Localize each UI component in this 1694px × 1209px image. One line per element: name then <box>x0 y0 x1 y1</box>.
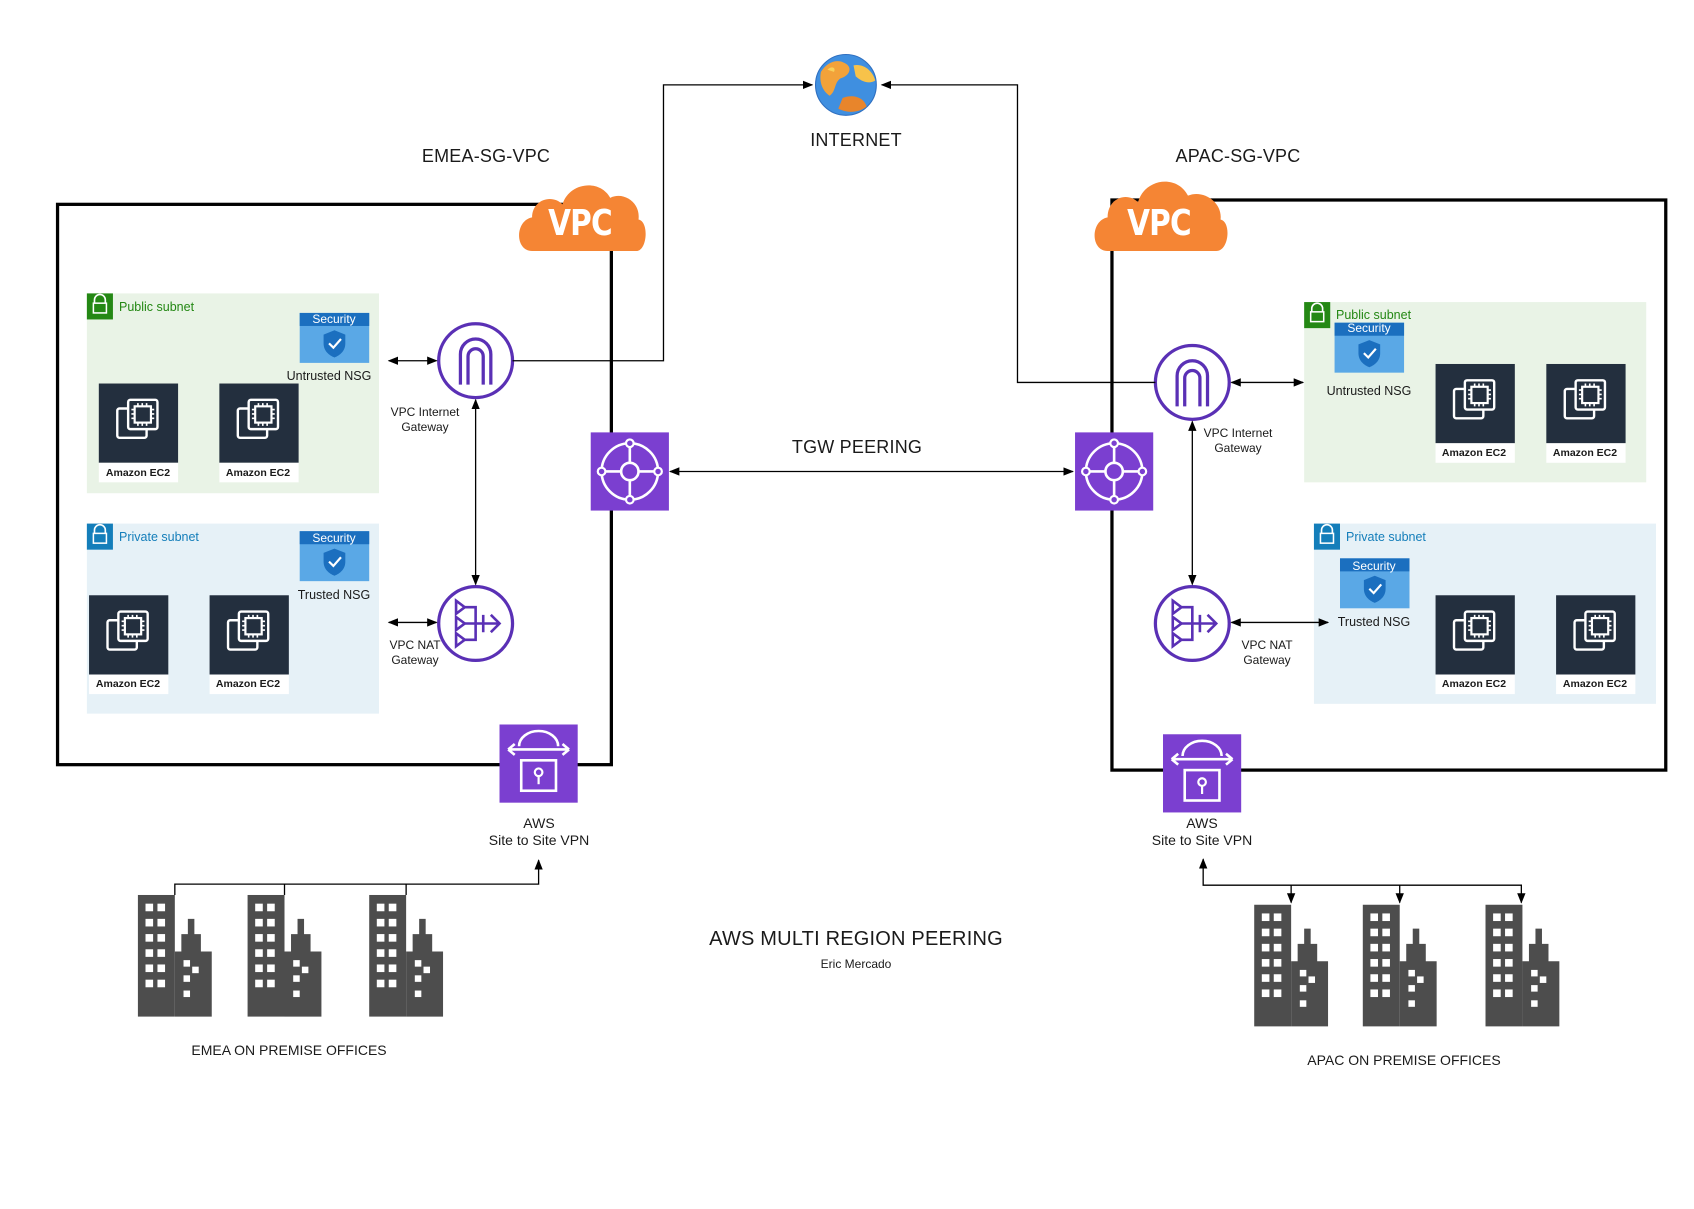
lock-icon <box>86 293 113 320</box>
transit-gateway-icon <box>590 432 669 511</box>
apac-offices-label: APAC ON PREMISE OFFICES <box>1307 1052 1501 1068</box>
lock-icon <box>86 523 113 550</box>
apac-public-security-label: Security <box>1347 321 1391 335</box>
site-to-site-vpn-icon <box>1162 734 1242 813</box>
building-icon <box>1485 904 1560 1027</box>
ec2-instance-icon <box>209 595 289 695</box>
building-icon <box>369 894 444 1017</box>
transit-gateway-icon <box>1075 432 1154 511</box>
lock-icon <box>1313 523 1340 550</box>
ec2-label: Amazon EC2 <box>225 467 291 479</box>
ec2-label: Amazon EC2 <box>1552 447 1618 459</box>
apac-private-subnet-label: Private subnet <box>1346 530 1426 544</box>
building-icon <box>137 894 212 1017</box>
apac-igw-label-line2: Gateway <box>1214 441 1262 455</box>
apac-nat-label-line1: VPC NAT <box>1241 638 1293 652</box>
lock-icon <box>1304 302 1331 329</box>
emea-igw-label: VPC Internet Gateway <box>391 405 460 435</box>
shield-icon <box>299 531 370 582</box>
shield-icon <box>1339 558 1410 609</box>
emea-vpn-label-line1: AWS <box>523 815 555 831</box>
apac-vpn-label-line2: Site to Site VPN <box>1151 832 1253 848</box>
ec2-instance-icon <box>1435 363 1515 463</box>
ec2-instance-icon <box>89 595 169 695</box>
nat-gateway-icon <box>1153 584 1231 663</box>
emea-public-subnet-label: Public subnet <box>119 300 195 314</box>
ec2-instance-icon <box>98 383 179 483</box>
ec2-label: Amazon EC2 <box>1441 678 1507 690</box>
apac-igw-label-line1: VPC Internet <box>1203 426 1273 440</box>
apac-public-subnet-label: Public subnet <box>1336 308 1412 322</box>
vpc-cloud-icon <box>519 185 646 252</box>
apac-trusted-nsg-label: Trusted NSG <box>1337 615 1411 629</box>
ec2-label: Amazon EC2 <box>105 467 171 479</box>
ec2-label: Amazon EC2 <box>95 678 161 690</box>
shield-icon <box>1334 322 1405 373</box>
ec2-label: Amazon EC2 <box>1562 678 1628 690</box>
connector-lines <box>174 80 1526 904</box>
ec2-label: Amazon EC2 <box>215 678 281 690</box>
emea-igw-label-line1: VPC Internet <box>390 405 460 419</box>
emea-nat-label-line1: VPC NAT <box>389 638 441 652</box>
apac-vpc-title: APAC-SG-VPC <box>1175 146 1301 166</box>
emea-offices-label: EMEA ON PREMISE OFFICES <box>191 1042 387 1058</box>
diagram-title: AWS MULTI REGION PEERING <box>709 928 1003 950</box>
apac-vpn-label: AWS Site to Site VPN <box>1152 815 1252 849</box>
building-icon <box>1362 904 1437 1027</box>
ec2-instance-icon <box>1435 595 1515 695</box>
emea-nat-label-line2: Gateway <box>391 653 439 667</box>
emea-untrusted-nsg-label: Untrusted NSG <box>286 369 372 383</box>
nat-gateway-icon <box>437 584 515 663</box>
ec2-instance-icon <box>1546 363 1626 463</box>
ec2-label: Amazon EC2 <box>1441 447 1507 459</box>
apac-igw-label: VPC Internet Gateway <box>1204 426 1273 456</box>
internet-gateway-icon <box>437 322 515 400</box>
apac-nat-label: VPC NAT Gateway <box>1241 638 1292 668</box>
apac-untrusted-nsg-label: Untrusted NSG <box>1326 384 1412 398</box>
building-icon <box>247 894 322 1017</box>
emea-vpn-label-line2: Site to Site VPN <box>488 832 590 848</box>
tgw-peering-label: TGW PEERING <box>791 437 923 457</box>
internet-gateway-icon <box>1153 343 1231 421</box>
ec2-instance-icon <box>219 383 299 483</box>
emea-private-security-label: Security <box>312 531 356 545</box>
internet-label: INTERNET <box>810 130 902 150</box>
emea-trusted-nsg-label: Trusted NSG <box>297 588 371 602</box>
site-to-site-vpn-icon <box>499 724 578 803</box>
apac-nat-label-line2: Gateway <box>1243 653 1291 667</box>
apac-vpn-label-line1: AWS <box>1186 815 1218 831</box>
emea-public-security-label: Security <box>312 312 356 326</box>
apac-private-security-label: Security <box>1352 559 1396 573</box>
shield-icon <box>299 312 370 363</box>
emea-vpc-title: EMEA-SG-VPC <box>421 146 551 166</box>
emea-vpc-badge: VPC <box>548 203 613 244</box>
apac-vpc-badge: VPC <box>1127 203 1192 244</box>
emea-igw-label-line2: Gateway <box>401 420 449 434</box>
building-icon <box>1254 904 1329 1027</box>
globe-icon <box>814 53 877 116</box>
ec2-instance-icon <box>1556 595 1636 695</box>
emea-vpn-label: AWS Site to Site VPN <box>489 815 589 849</box>
diagram-author: Eric Mercado <box>820 957 892 971</box>
emea-private-subnet-label: Private subnet <box>119 530 199 544</box>
vpc-cloud-icon <box>1094 181 1228 252</box>
emea-nat-label: VPC NAT Gateway <box>389 638 440 668</box>
